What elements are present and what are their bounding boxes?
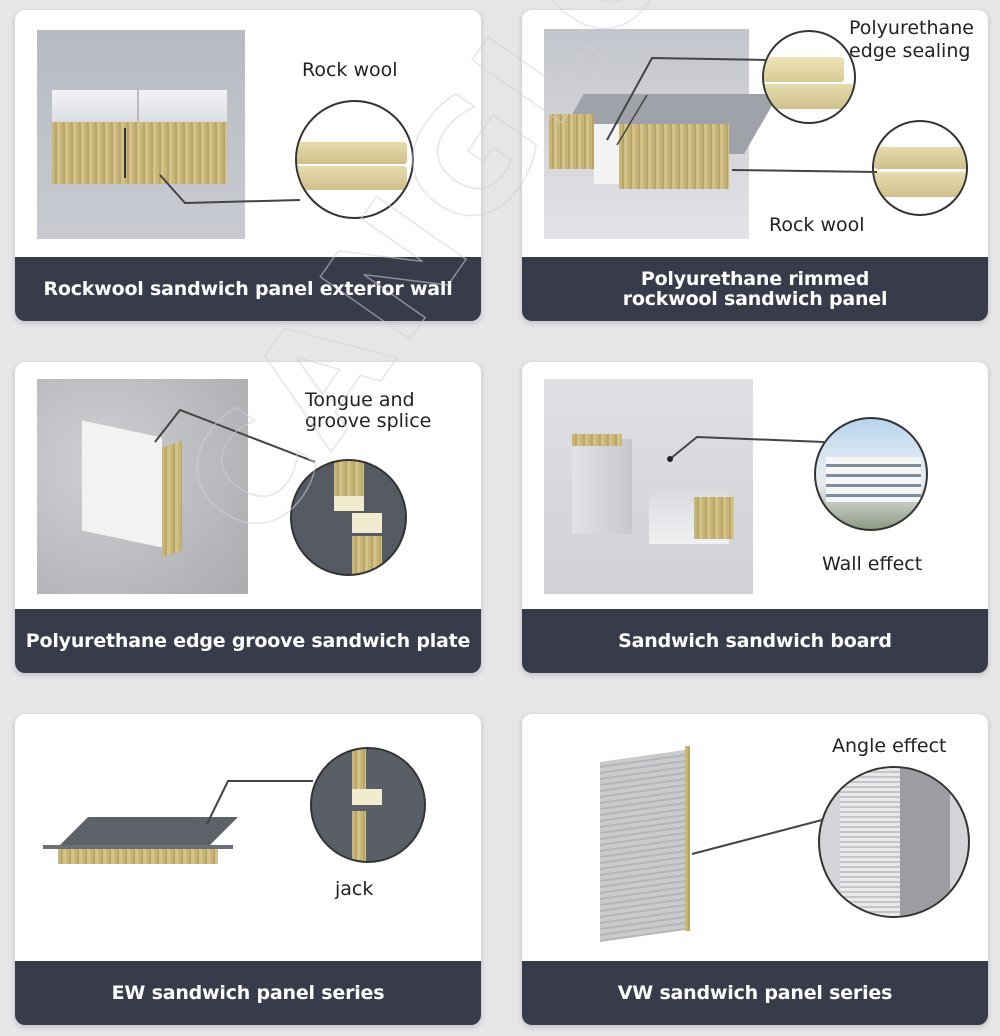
callout-label: edge sealing [849, 40, 971, 62]
callout-label: Polyurethane [849, 17, 974, 39]
card-caption: Rockwool sandwich panel exterior wall [15, 257, 481, 321]
product-card-vw-series: Angle effect VW sandwich panel series [522, 714, 988, 1025]
callout-label: groove splice [305, 410, 432, 432]
detail-circle-jack [310, 747, 426, 863]
callout-label: Rock wool [769, 214, 865, 236]
callout-label: Rock wool [302, 59, 398, 81]
card-caption: EW sandwich panel series [15, 961, 481, 1025]
card-caption: Sandwich sandwich board [522, 609, 988, 673]
detail-circle-pu-edge [762, 30, 856, 124]
product-photo [37, 379, 248, 594]
card-caption: VW sandwich panel series [522, 961, 988, 1025]
product-photo [544, 29, 779, 239]
product-card-sandwich-board: Wall effect Sandwich sandwich board [522, 362, 988, 673]
callout-label: Wall effect [822, 553, 923, 575]
callout-label: Angle effect [832, 735, 947, 757]
callout-label: Tongue and [305, 389, 415, 411]
product-photo [43, 817, 238, 865]
caption-line-2: rockwool sandwich panel [622, 288, 888, 310]
product-photo [37, 30, 245, 239]
card-caption: Polyurethane rimmed rockwool sandwich pa… [522, 257, 988, 321]
callout-label: jack [335, 878, 374, 900]
caption-line-1: Polyurethane rimmed [640, 268, 870, 290]
detail-circle-angle-effect [818, 766, 970, 918]
product-card-pu-edge-groove: Tongue and groove splice Polyurethane ed… [15, 362, 481, 673]
product-card-rockwool-exterior-wall: Rock wool Rockwool sandwich panel exteri… [15, 10, 481, 321]
card-caption: Polyurethane edge groove sandwich plate [15, 609, 481, 673]
product-photo [544, 379, 753, 594]
product-card-pu-rimmed-rockwool: Polyurethane edge sealing Rock wool Poly… [522, 10, 988, 321]
detail-circle-rock-wool [295, 100, 414, 219]
detail-circle-tongue-groove [290, 459, 407, 576]
product-photo [600, 746, 695, 942]
detail-circle-rock-wool [872, 120, 968, 216]
detail-circle-wall-effect [814, 417, 928, 531]
product-card-ew-series: jack EW sandwich panel series [15, 714, 481, 1025]
